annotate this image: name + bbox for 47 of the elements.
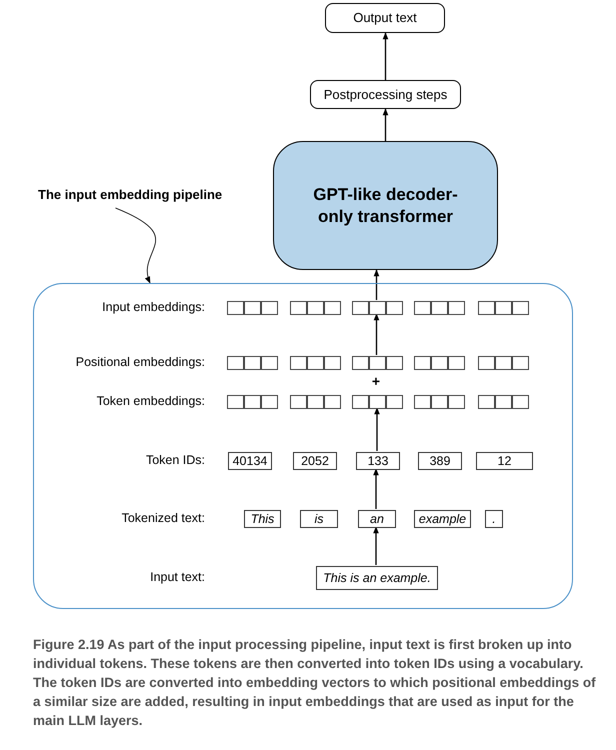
row-label: Positional embeddings: <box>76 354 205 371</box>
embedding-vector <box>290 356 341 370</box>
figure-caption: Figure 2.19 As part of the input processing pipeline, input text is first broken up into individual tokens. These tokens are then converted into token IDs using a vocabulary. The token IDs are converted into embedding vectors to which positional embeddings of a similar size are added, resulting in input embeddings that are used as input for the main LLM layers. <box>33 636 597 730</box>
arrow <box>382 32 388 80</box>
row-label: Input embeddings: <box>102 298 205 316</box>
row-label: Token embeddings: <box>96 392 205 410</box>
row-label: Input text: <box>150 568 205 586</box>
token-id-box: 40134 <box>228 452 272 470</box>
token-box: an <box>358 510 396 528</box>
embedding-vector <box>227 356 278 370</box>
input-text-box: This is an example. <box>316 566 438 590</box>
embedding-vector <box>478 356 529 370</box>
process-box: Output text <box>325 3 445 33</box>
embedding-vector <box>290 395 341 409</box>
embedding-vector <box>227 301 278 315</box>
arrow <box>374 407 380 451</box>
curved-arrow <box>115 208 156 284</box>
token-box: . <box>485 510 503 528</box>
row-label: Tokenized text: <box>122 510 205 527</box>
arrow <box>382 108 388 141</box>
embedding-vector <box>478 395 529 409</box>
embedding-vector <box>414 301 465 315</box>
embedding-vector <box>414 356 465 370</box>
token-id-box: 12 <box>476 452 533 470</box>
plus-sign: + <box>372 372 380 390</box>
arrow <box>373 468 379 509</box>
token-box: This <box>244 510 281 528</box>
model-box: GPT-like decoder-only transformer <box>273 141 498 270</box>
row-label: Token IDs: <box>146 452 205 469</box>
arrow <box>374 313 380 355</box>
token-id-box: 133 <box>356 452 400 470</box>
token-id-box: 2052 <box>293 452 337 470</box>
embedding-vector <box>290 301 341 315</box>
embedding-vector <box>352 395 403 409</box>
embedding-vector <box>352 301 403 315</box>
arrow <box>373 526 379 565</box>
embedding-vector <box>414 395 465 409</box>
token-id-box: 389 <box>418 452 462 470</box>
embedding-vector <box>352 356 403 370</box>
arrow <box>374 269 380 300</box>
heading-text: The input embedding pipeline <box>38 186 253 204</box>
token-box: example <box>414 510 471 528</box>
token-box: is <box>300 510 338 528</box>
process-box: Postprocessing steps <box>310 80 461 109</box>
pipeline-panel <box>33 283 573 609</box>
embedding-vector <box>227 395 278 409</box>
embedding-vector <box>478 301 529 315</box>
